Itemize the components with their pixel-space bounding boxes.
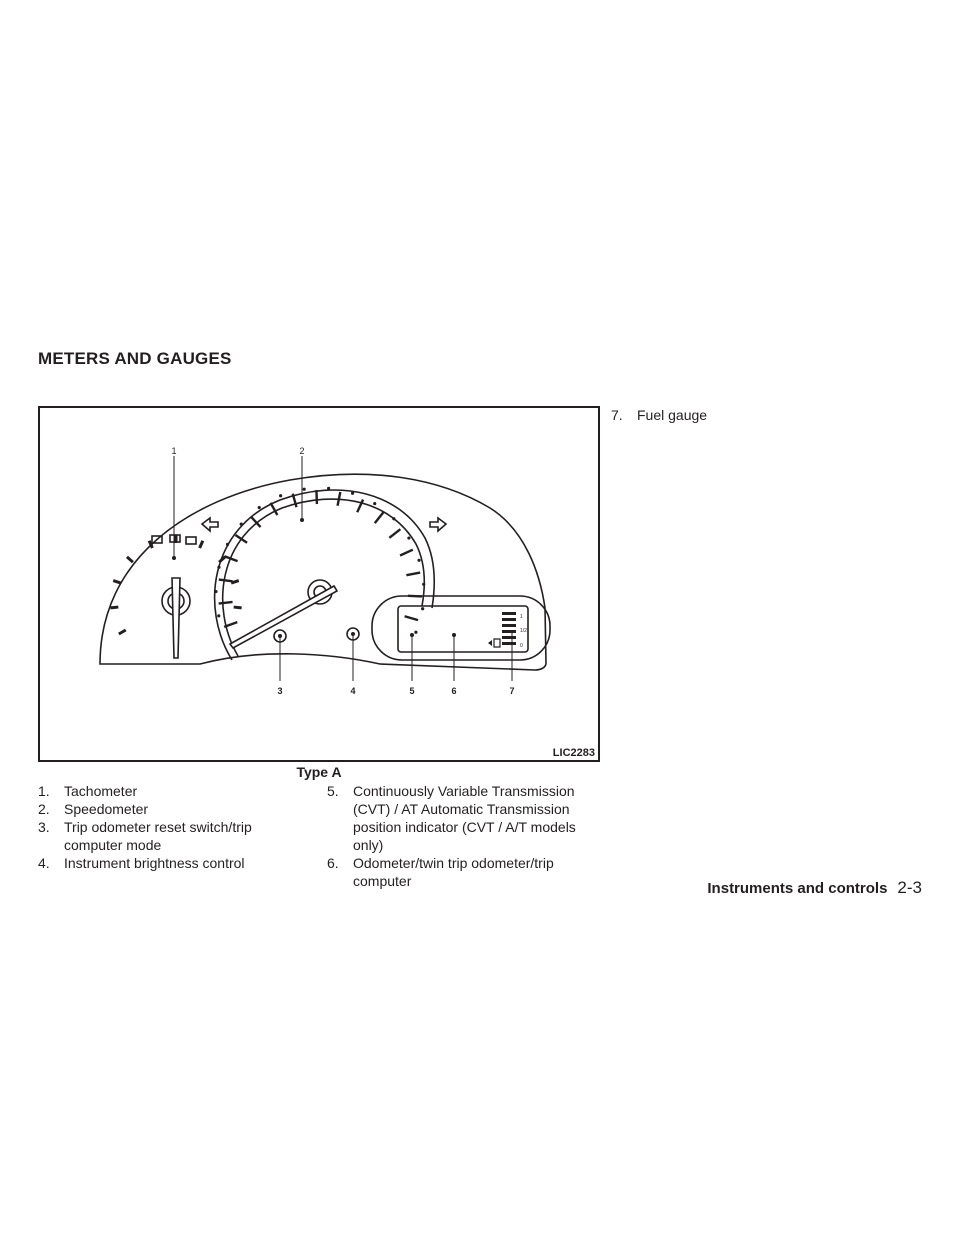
speedometer-tick [356, 499, 365, 513]
fuel-mark-empty: 0 [520, 643, 523, 649]
speedometer-dot [257, 505, 261, 510]
speedometer-tick [407, 594, 422, 598]
speedometer-dot [217, 565, 221, 569]
speedometer-dot [279, 494, 283, 498]
speedometer-dot [327, 486, 331, 490]
speedometer-dot [225, 542, 230, 546]
speedometer-dot [421, 607, 425, 611]
speedometer-tick [373, 511, 385, 524]
legend-item-7: 7.Fuel gauge [611, 407, 708, 423]
fuel-pump-icon [493, 638, 501, 648]
legend-item-4: 4.Instrument brightness control [38, 855, 245, 871]
page-footer: Instruments and controls 2-3 [707, 878, 922, 898]
speedometer-dot [373, 501, 377, 506]
section-title: METERS AND GAUGES [38, 349, 232, 368]
speedometer-tick [218, 600, 233, 605]
speedometer-tick [291, 493, 298, 508]
fuel-mark-full: 1 [520, 614, 523, 620]
figure-caption: Type A [296, 764, 342, 780]
speedometer-dot [407, 536, 411, 540]
speedometer-tick [388, 528, 402, 539]
legend-column-3: 7.Fuel gauge [611, 406, 811, 424]
speedometer-dot [350, 491, 355, 495]
legend-item-1: 1.Tachometer [38, 783, 138, 799]
legend-column-1: 1.Tachometer 2.Speedometer 3.Trip odomet… [38, 782, 300, 872]
speedometer-dot [417, 558, 421, 562]
callout-1: 1 [171, 446, 176, 456]
cluster-outline [99, 473, 547, 671]
speedometer-tick [223, 620, 238, 629]
speedometer-ring [213, 489, 435, 661]
display-window-inner [397, 605, 529, 653]
speedometer-needle [228, 584, 339, 650]
tachometer-tick [198, 540, 205, 549]
speedometer-dot [302, 487, 306, 491]
footer-section-title: Instruments and controls [707, 880, 888, 897]
callout-7: 7 [509, 686, 514, 696]
tachometer-tick [147, 540, 154, 549]
fuel-side-arrow-icon [488, 640, 492, 646]
display-window-outer [371, 595, 551, 661]
legend-item-3: 3.Trip odometer reset switch/trip comput… [38, 819, 252, 853]
callout-5: 5 [409, 686, 414, 696]
speedometer-dot [422, 582, 426, 586]
tachometer-tick [125, 555, 134, 564]
legend-item-6: 6.Odometer/twin trip odometer/trip compu… [327, 855, 554, 889]
right-turn-arrow-icon [429, 516, 448, 533]
tachometer-tick [112, 579, 122, 585]
speedometer-tick [234, 533, 248, 544]
callout-4: 4 [350, 686, 355, 696]
tachometer-tick [233, 605, 242, 610]
legend-column-2: 5.Continuously Variable Transmission (CV… [327, 782, 597, 890]
legend-item-2: 2.Speedometer [38, 801, 149, 817]
speedometer-tick [406, 571, 421, 577]
speedometer-tick [218, 578, 233, 583]
left-turn-arrow-icon [200, 516, 219, 533]
fuel-gauge-bars [502, 612, 516, 645]
fuel-mark-half: 1/2 [520, 628, 527, 634]
instrument-cluster-figure: 1 1/2 0 1 2 3 4 5 6 7 [38, 406, 600, 762]
callout-6: 6 [451, 686, 456, 696]
page-number: 2-3 [897, 878, 922, 897]
speedometer-tick [224, 555, 238, 563]
speedometer-dot [392, 517, 396, 521]
speedometer-tick [404, 615, 419, 622]
legend-item-5: 5.Continuously Variable Transmission (CV… [327, 783, 576, 853]
speedometer-dot [214, 589, 218, 594]
speedometer-dot [239, 522, 243, 526]
speedometer-tick [250, 515, 262, 528]
tachometer-tick [218, 555, 227, 564]
callout-3: 3 [277, 686, 282, 696]
tachometer-tick [110, 605, 119, 610]
instrument-cluster-illustration: 1 1/2 0 1 2 3 4 5 6 7 [99, 446, 551, 696]
tachometer-tick [118, 628, 127, 636]
speedometer-tick [336, 491, 342, 507]
figure-code: LIC2283 [552, 747, 595, 759]
tachometer-tick [230, 579, 240, 585]
speedometer-tick [399, 548, 414, 557]
speedometer-dot [414, 630, 418, 634]
tachometer-needle [171, 577, 181, 659]
callout-2: 2 [299, 446, 304, 456]
speedometer-dot [217, 614, 221, 618]
speedometer-tick [269, 502, 279, 516]
